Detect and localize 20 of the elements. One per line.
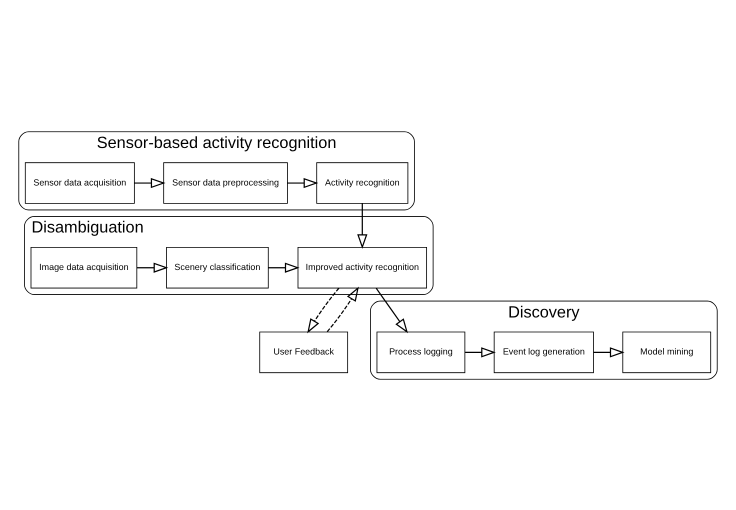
node-box: Scenery classification [166,246,269,288]
node-box: User Feedback [259,331,348,373]
node-box: Sensor data preprocessing [163,162,288,204]
node-box: Sensor data acquisition [24,162,135,204]
arrow [465,346,496,357]
arrow [136,262,168,272]
node-box: Improved activity recognition [298,246,428,288]
arrow [326,286,359,332]
node-box: Event log generation [494,331,594,373]
arrow [134,177,166,188]
arrow [268,262,300,272]
arrow [376,287,408,333]
arrow [594,346,625,357]
node-box: Image data acquisition [30,246,138,288]
node-box: Model mining [622,331,712,373]
arrow [307,287,340,333]
node-box: Process logging [376,331,466,373]
arrow [357,203,368,248]
node-box: Activity recognition [316,162,408,204]
arrow [288,177,318,188]
